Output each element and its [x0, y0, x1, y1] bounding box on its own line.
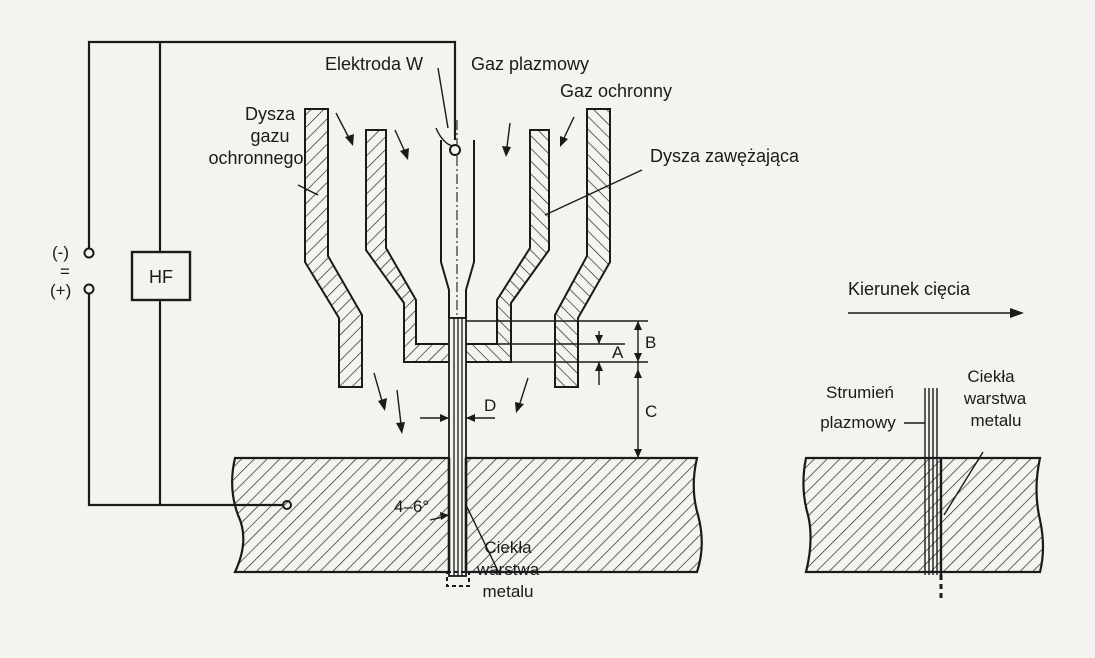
cut-direction-label: Kierunek cięcia	[848, 279, 971, 299]
shield-nozzle-label-2: gazu	[250, 126, 289, 146]
equals-label: =	[60, 262, 70, 281]
right-detail	[802, 388, 1045, 600]
dimension-lines	[420, 320, 648, 521]
plasma-stream-label-2: plazmowy	[820, 413, 896, 432]
dim-d-label: D	[484, 396, 496, 415]
cut-direction: Kierunek cięcia	[848, 279, 1024, 318]
constricting-nozzle-label: Dysza zawężająca	[650, 146, 800, 166]
liquid-layer-label-1: Ciekła	[484, 538, 532, 557]
liquid-layer-label-3: metalu	[482, 582, 533, 601]
workpiece	[231, 456, 703, 574]
plasma-stream-label-1: Strumień	[826, 383, 894, 402]
liquid-layer-right-label-3: metalu	[970, 411, 1021, 430]
liquid-layer-right-label-1: Ciekła	[967, 367, 1015, 386]
electrode-label: Elektroda W	[325, 54, 423, 74]
plasma-jet	[446, 317, 470, 587]
plus-label: (+)	[50, 281, 71, 300]
liquid-layer-right-label-2: warstwa	[963, 389, 1027, 408]
shield-nozzle-label-1: Dysza	[245, 104, 296, 124]
plasma-gas-label: Gaz plazmowy	[471, 54, 589, 74]
shield-nozzle-label-3: ochronnego	[208, 148, 303, 168]
dim-a-label: A	[612, 343, 624, 362]
hf-generator: HF	[130, 250, 192, 302]
shield-gas-nozzle	[304, 108, 611, 388]
dim-b-label: B	[645, 333, 656, 352]
minus-label: (-)	[52, 243, 69, 262]
liquid-layer-label-2: warstwa	[476, 560, 540, 579]
hf-label: HF	[149, 267, 173, 287]
tungsten-electrode	[435, 120, 475, 319]
shield-gas-label: Gaz ochronny	[560, 81, 672, 101]
dim-c-label: C	[645, 402, 657, 421]
leader-lines	[297, 67, 643, 576]
gas-flow-arrows	[335, 112, 575, 434]
angle-label: 4–6°	[394, 497, 429, 516]
